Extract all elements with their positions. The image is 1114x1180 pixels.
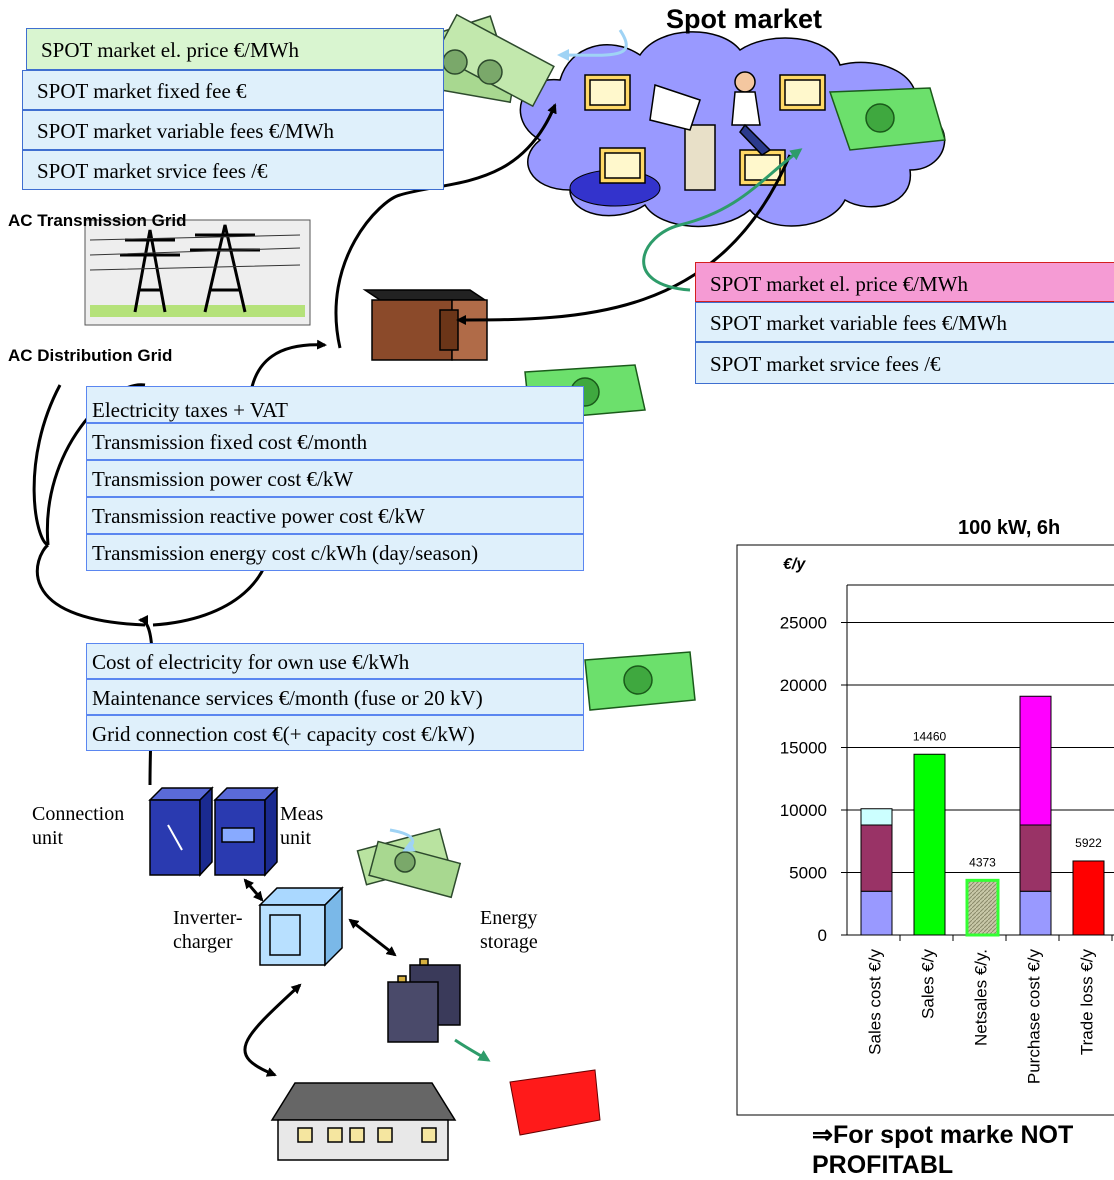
spot-fixed-fee-box: SPOT market fixed fee € <box>22 70 444 110</box>
y-tick-label: 25000 <box>780 614 827 633</box>
chart-bar-segment <box>860 808 893 826</box>
transmission-tower-icon <box>84 219 311 326</box>
connection-unit-icon <box>148 786 214 877</box>
spot-variable-fee-box: SPOT market variable fees €/MWh <box>22 110 444 150</box>
x-tick-label: Purchase cost €/y <box>1025 949 1044 1085</box>
x-tick-label: Sales €/y <box>919 949 938 1019</box>
transmission-reactive-box: Transmission reactive power cost €/kW <box>86 497 584 534</box>
distribution-grid-label: AC Distribution Grid <box>8 346 173 365</box>
chart-bar-segment <box>860 824 893 892</box>
chart-bar-segment <box>965 878 1000 937</box>
house-icon <box>270 1082 457 1161</box>
spot-service-fee-box-right: SPOT market srvice fees /€ <box>695 342 1114 384</box>
transmission-power-box: Transmission power cost €/kW <box>86 460 584 497</box>
y-tick-label: 10000 <box>780 801 827 820</box>
data-label: 4373 <box>969 855 996 869</box>
y-tick-label: 20000 <box>780 676 827 695</box>
connection-unit-label: Connection unit <box>32 803 125 849</box>
chart-bar-segment <box>1019 824 1052 892</box>
money-icon <box>356 827 462 899</box>
energy-storage-label: Energy storage <box>480 907 538 953</box>
data-label: 5922 <box>1075 836 1102 850</box>
meas-unit-label: Meas unit <box>280 803 324 849</box>
x-tick-label: Trade loss €/y <box>1078 949 1097 1056</box>
own-use-box: Cost of electricity for own use €/kWh <box>86 643 584 679</box>
transmission-grid-label: AC Transmission Grid <box>8 211 187 230</box>
money-puzzle-icon <box>828 87 946 151</box>
tax-box: Electricity taxes + VAT <box>86 386 584 423</box>
data-label: 14460 <box>913 729 947 743</box>
spot-price-box: SPOT market el. price €/MWh <box>26 28 444 70</box>
conclusion-text: ⇒For spot marke NOT PROFITABL <box>812 1121 1074 1179</box>
inverter-charger-icon <box>258 886 344 967</box>
computer-icon <box>584 71 826 191</box>
spot-variable-fee-box-right: SPOT market variable fees €/MWh <box>695 302 1114 342</box>
inverter-charger-label: Inverter-charger <box>173 907 243 953</box>
grid-connection-box: Grid connection cost €(+ capacity cost €… <box>86 715 584 751</box>
chart-bar-segment <box>1072 860 1105 936</box>
chart-bar-segment <box>1019 695 1052 826</box>
x-tick-label: Netsales €/y. <box>972 949 991 1046</box>
red-puzzle-icon <box>509 1069 601 1136</box>
chart-y-unit: €/y <box>783 556 806 573</box>
maintenance-box: Maintenance services €/month (fuse or 20… <box>86 679 584 715</box>
y-tick-label: 0 <box>818 926 827 945</box>
substation-icon <box>362 289 488 361</box>
y-tick-label: 5000 <box>789 864 827 883</box>
x-tick-label: Sales cost €/y <box>866 949 885 1055</box>
chart-title: 100 kW, 6h <box>958 517 1061 539</box>
y-tick-label: 15000 <box>780 739 827 758</box>
battery-icon <box>387 958 461 1043</box>
chart-bar-segment <box>860 890 893 936</box>
money-puzzle-icon <box>584 651 696 711</box>
spot-price-box-right: SPOT market el. price €/MWh <box>695 262 1114 302</box>
transmission-energy-box: Transmission energy cost c/kWh (day/seas… <box>86 534 584 571</box>
chart-bar-segment <box>913 753 946 936</box>
meas-unit-icon <box>213 786 279 877</box>
page-title: Spot market <box>666 4 823 34</box>
transmission-fixed-box: Transmission fixed cost €/month <box>86 423 584 460</box>
spot-service-fee-box: SPOT market srvice fees /€ <box>22 150 444 190</box>
chart-bar-segment <box>1019 890 1052 936</box>
